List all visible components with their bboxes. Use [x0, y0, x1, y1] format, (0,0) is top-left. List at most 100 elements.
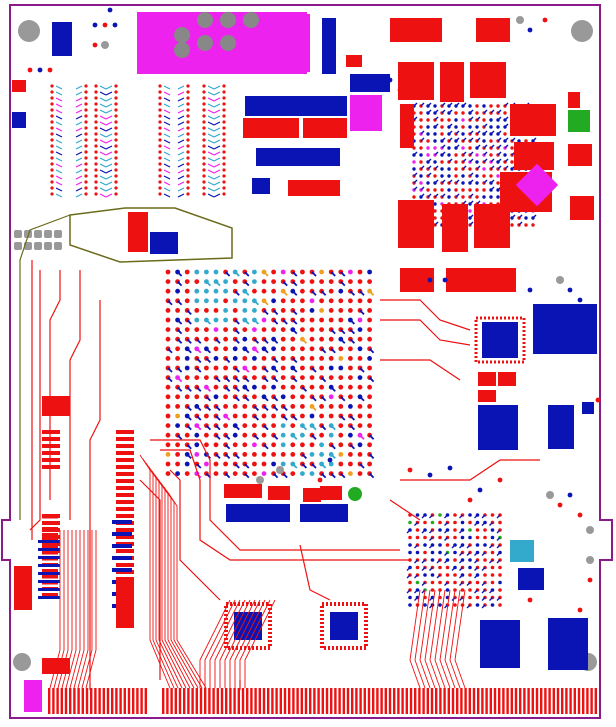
fanout-trace	[406, 574, 411, 579]
via-icon	[397, 87, 403, 93]
connector-pad	[42, 465, 60, 469]
fanout-trace	[196, 405, 202, 412]
top-connector	[137, 12, 310, 74]
trace	[169, 469, 221, 601]
power-pad	[440, 62, 464, 102]
bga-ball	[319, 356, 324, 361]
fanout-trace	[504, 137, 509, 142]
bga-ball	[468, 146, 472, 150]
fanout-trace	[469, 179, 474, 184]
bga-ball	[482, 118, 486, 122]
test-pad	[44, 230, 52, 238]
trace	[150, 439, 400, 551]
bga-ball	[338, 298, 344, 304]
via-icon	[84, 96, 88, 100]
fanout-trace	[311, 396, 317, 402]
via-icon	[50, 180, 54, 184]
fanout-trace	[349, 338, 356, 344]
via-icon	[158, 96, 162, 100]
via-icon	[84, 192, 88, 196]
via-icon	[542, 17, 548, 23]
bga-ball	[408, 580, 412, 585]
connector-pad	[116, 458, 134, 462]
bga-ball	[175, 356, 181, 361]
fanout-trace	[496, 552, 501, 556]
bga-ball	[433, 146, 437, 150]
bga-ball	[338, 442, 344, 448]
via-icon	[114, 132, 118, 136]
bga-ball	[426, 153, 430, 157]
trace	[53, 530, 65, 689]
bga-ball	[300, 432, 305, 438]
bga-ball	[367, 279, 372, 284]
bga-package-bottom-right	[406, 513, 502, 609]
finger-pad	[535, 688, 539, 714]
trace	[73, 530, 85, 689]
edge-connector-icon	[48, 688, 597, 714]
fanout-trace	[186, 348, 192, 354]
bga-ball	[280, 298, 286, 304]
fanout-trace	[434, 179, 439, 184]
fanout-trace	[489, 589, 493, 594]
via-icon	[497, 477, 503, 483]
finger-pad	[422, 688, 425, 714]
bga-ball	[213, 365, 219, 371]
bga-ball	[433, 188, 437, 192]
fanout-trace	[282, 290, 288, 296]
bga-ball	[461, 125, 465, 129]
fanout-trace	[434, 193, 439, 198]
fanout-trace	[244, 386, 250, 392]
fanout-trace	[55, 85, 63, 90]
bga-ball	[232, 346, 238, 352]
fanout-trace	[75, 151, 83, 156]
bga-ball	[426, 139, 430, 143]
fanout-trace	[207, 133, 215, 138]
fanout-trace	[490, 165, 495, 170]
bga-ball	[490, 565, 495, 570]
finger-pad	[187, 688, 190, 714]
bga-ball	[252, 356, 257, 361]
via-icon	[94, 138, 98, 142]
connector-pad	[42, 521, 58, 525]
via-icon	[577, 512, 583, 518]
fanout-trace	[215, 415, 221, 421]
bga-ball	[367, 327, 372, 332]
fanout-trace	[75, 85, 83, 90]
fanout-trace	[99, 139, 107, 144]
bga-ball	[367, 317, 372, 323]
bga-ball	[319, 317, 324, 323]
bga-ball	[433, 202, 437, 206]
fanout-trace	[224, 386, 231, 392]
bga-ball	[300, 298, 305, 304]
finger-pad	[414, 688, 417, 714]
fanout-trace	[176, 328, 183, 335]
bga-ball	[440, 167, 444, 171]
bga-ball	[165, 279, 171, 284]
finger-pad	[262, 688, 266, 714]
via-icon	[186, 144, 190, 148]
bga-ball	[461, 181, 465, 185]
via-icon	[50, 102, 54, 106]
bga-ball	[348, 384, 353, 390]
bga-ball	[309, 452, 315, 457]
fanout-trace	[215, 434, 221, 440]
bga-ball	[271, 279, 276, 284]
fanout-trace	[292, 309, 298, 316]
bga-ball	[367, 442, 372, 448]
bga-ball	[440, 160, 444, 164]
via-icon	[158, 102, 162, 106]
via-icon	[84, 126, 88, 130]
via-icon	[186, 138, 190, 142]
bga-ball	[482, 104, 486, 108]
via-icon	[202, 120, 206, 124]
fanout-trace	[497, 151, 502, 156]
fanout-trace	[455, 130, 460, 135]
finger-pad	[527, 688, 530, 714]
via-icon	[114, 156, 118, 160]
bga-ball	[280, 461, 286, 467]
via-icon	[202, 180, 206, 184]
fanout-trace	[320, 376, 327, 383]
connector-pad	[42, 527, 58, 531]
connector-pad	[38, 556, 60, 559]
bga-ball	[426, 188, 430, 192]
